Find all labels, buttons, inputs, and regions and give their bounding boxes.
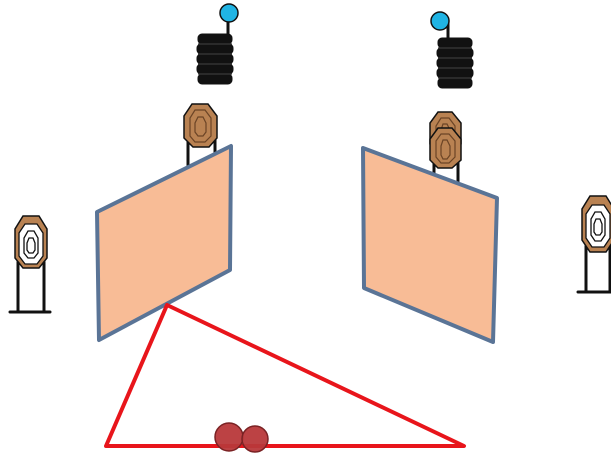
left-edge-target-face xyxy=(14,215,48,269)
start-position xyxy=(214,422,269,453)
left-popper xyxy=(196,3,239,85)
right-popper-barrel xyxy=(436,37,474,89)
start-marker-left xyxy=(214,422,244,452)
right-popper xyxy=(430,11,474,89)
left-popper-ball xyxy=(219,3,239,23)
right-edge-target-stand xyxy=(576,244,611,294)
right-center-target-face-front xyxy=(429,127,462,169)
left-popper-barrel xyxy=(196,33,234,85)
right-wall xyxy=(361,146,499,344)
start-marker-right xyxy=(241,425,269,453)
right-popper-ball xyxy=(430,11,450,31)
left-center-target-face xyxy=(183,103,218,148)
fault-line xyxy=(104,303,466,448)
left-edge-no-shoot-target xyxy=(8,215,52,314)
left-edge-target-stand xyxy=(8,260,52,314)
right-edge-target-face xyxy=(581,195,611,253)
right-edge-no-shoot-target xyxy=(576,195,611,294)
left-wall xyxy=(95,144,233,342)
